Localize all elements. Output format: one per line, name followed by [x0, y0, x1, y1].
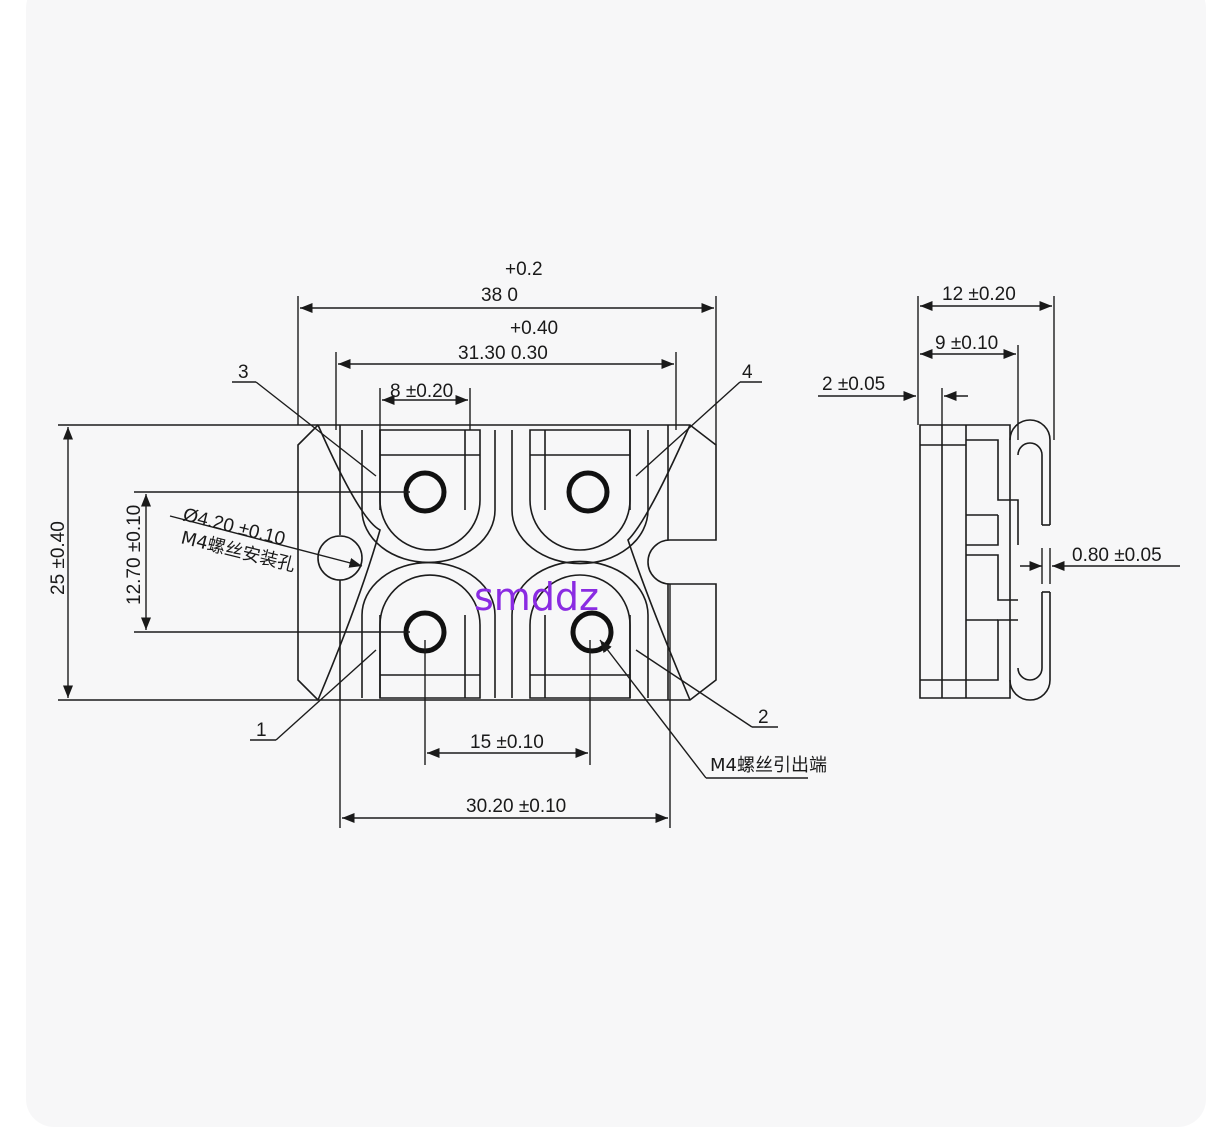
- terminal-pad-3: [361, 429, 496, 564]
- pin-label-2: 2: [758, 707, 769, 728]
- side-total-value: 12 ±0.20: [942, 284, 1016, 305]
- overall-width-value: 38 0: [481, 285, 518, 306]
- inner-width-tol: +0.40: [510, 318, 558, 339]
- side-body-value: 9 ±0.10: [935, 333, 998, 354]
- overall-width-tol: +0.2: [505, 259, 543, 280]
- watermark-text: smddz: [474, 575, 599, 619]
- side-lead-value: 0.80 ±0.05: [1072, 545, 1162, 566]
- terminal-pitch-value: 15 ±0.10: [470, 732, 544, 753]
- hole-pitch-v-value: 12.70 ±0.10: [124, 505, 145, 605]
- mount-hole-left: [317, 535, 363, 581]
- side-view: 12 ±0.20 9 ±0.10 2 ±0.05 0.80 ±0.05: [818, 284, 1180, 701]
- front-view: +0.2 38 0 +0.40 31.30 0.30 8 ±0.20 25 ±0…: [48, 259, 827, 828]
- terminal-pad-2: [511, 560, 649, 699]
- terminal-pad-4: [511, 429, 649, 565]
- terminal-note: M4螺丝引出端: [710, 755, 827, 776]
- mount-hole-leader: [169, 515, 363, 568]
- tab-width-value: 8 ±0.20: [390, 381, 453, 402]
- pin-label-1: 1: [256, 720, 267, 741]
- module-outline: [297, 424, 717, 701]
- inner-width-value: 31.30 0.30: [458, 343, 548, 364]
- side-base-value: 2 ±0.05: [822, 374, 885, 395]
- height-value: 25 ±0.40: [48, 521, 69, 595]
- pin-label-3: 3: [238, 362, 249, 383]
- mount-hole-pitch-value: 30.20 ±0.10: [466, 796, 566, 817]
- lead-bottom: [1009, 592, 1051, 701]
- pin-label-4: 4: [742, 362, 753, 383]
- lead-top: [1009, 419, 1051, 525]
- waist-right: [627, 424, 691, 701]
